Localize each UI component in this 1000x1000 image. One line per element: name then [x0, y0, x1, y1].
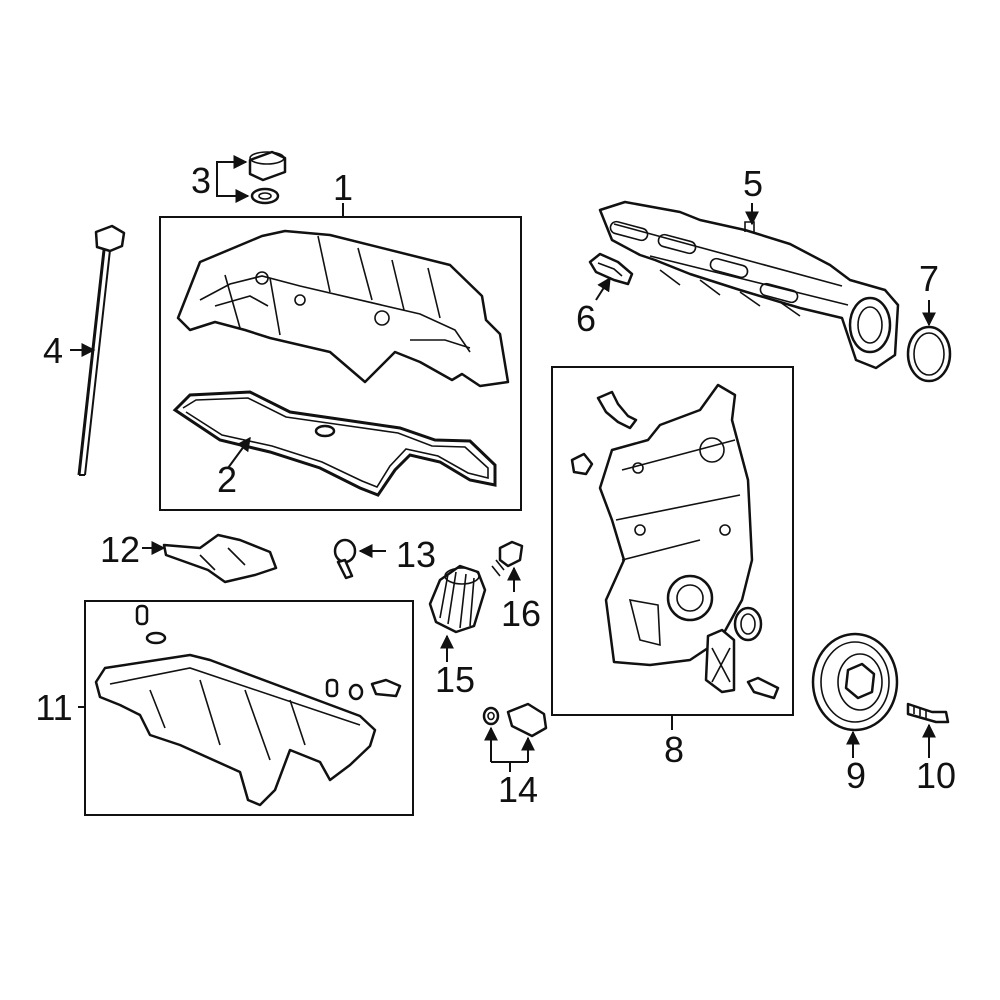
- crankshaft-pulley-part: [811, 632, 899, 732]
- callout-1: 1: [333, 167, 353, 208]
- knock-sensor-part: [333, 538, 357, 580]
- callout-3: 3: [191, 160, 211, 201]
- baffle-plate-part: [162, 533, 278, 584]
- pulley-bolt-part: [906, 702, 950, 724]
- callout-13: 13: [396, 534, 436, 575]
- timing-cover-part: [570, 383, 780, 700]
- throttle-gasket-ring-part: [906, 325, 952, 383]
- intake-manifold-part: [598, 200, 900, 370]
- oil-pan-part: [94, 604, 402, 807]
- dipstick-part: [77, 224, 126, 476]
- oil-filter-part: [428, 564, 487, 634]
- callout-12: 12: [100, 529, 140, 570]
- valve-cover-gasket-part: [172, 390, 497, 497]
- callout-5: 5: [743, 163, 763, 204]
- manifold-gasket-part: [588, 252, 634, 286]
- sensor-with-washer-part: [482, 702, 548, 738]
- callout-15: 15: [435, 659, 475, 700]
- valve-cover-part: [176, 229, 510, 388]
- callout-6: 6: [576, 298, 596, 339]
- callout-11: 11: [35, 687, 72, 728]
- callout-14: 14: [498, 769, 538, 810]
- callout-4: 4: [43, 330, 63, 371]
- leader-lines: [70, 155, 936, 772]
- callout-8: 8: [664, 729, 684, 770]
- callout-2: 2: [217, 459, 237, 500]
- oil-drain-bolt-part: [491, 540, 524, 577]
- callout-9: 9: [846, 755, 866, 796]
- oil-filler-cap-part: [248, 150, 287, 205]
- callout-16: 16: [501, 593, 541, 634]
- callout-10: 10: [916, 755, 956, 796]
- callout-7: 7: [919, 258, 939, 299]
- group-box-valve-cover: [159, 216, 522, 511]
